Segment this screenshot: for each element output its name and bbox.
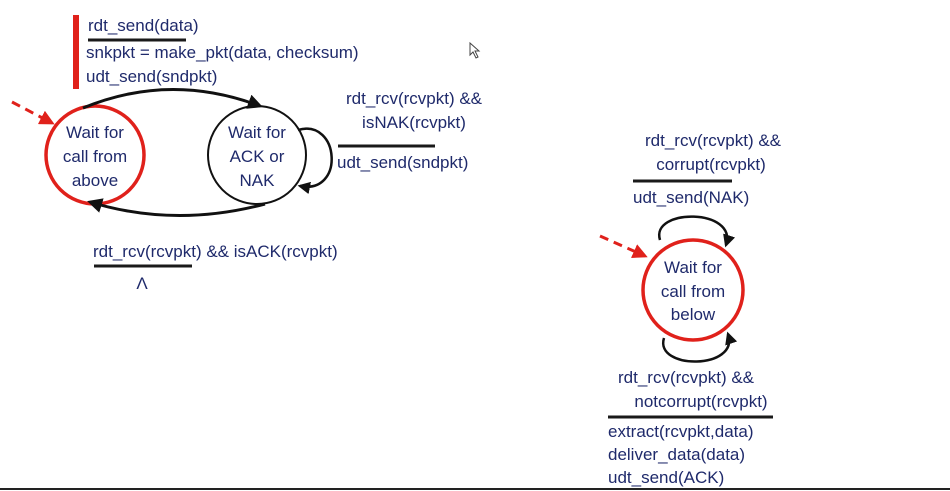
corrupt-event-label: corrupt(rcvpkt)	[656, 155, 766, 174]
self-loop-arrow-notcorrupt	[662, 331, 738, 363]
receiver-fsm: rdt_rcv(rcvpkt) && corrupt(rcvpkt) udt_s…	[599, 131, 782, 487]
state-label: below	[671, 305, 716, 324]
state-circle	[641, 238, 745, 342]
state-wait-call-from-above: Wait for call from above	[44, 104, 146, 206]
nak-action-label: udt_send(sndpkt)	[337, 153, 468, 172]
self-loop-arrow-nak	[297, 127, 333, 195]
state-wait-ack-or-nak: Wait for ACK or NAK	[207, 105, 307, 205]
send-action-label: udt_send(sndpkt)	[86, 67, 217, 86]
state-wait-call-from-below: Wait for call from below	[641, 238, 745, 342]
transition-arrow-ack	[87, 198, 266, 217]
notcorrupt-action-label: deliver_data(data)	[608, 445, 745, 464]
mouse-cursor-icon	[469, 41, 481, 59]
send-event-label: rdt_send(data)	[88, 16, 199, 35]
transition-arrow-send	[82, 88, 263, 110]
nak-event-label: isNAK(rcvpkt)	[362, 113, 466, 132]
initial-state-arrow	[11, 100, 55, 125]
state-label: NAK	[240, 171, 276, 190]
nak-event-label: rdt_rcv(rcvpkt) &&	[346, 89, 483, 108]
self-loop-arrow-corrupt	[658, 215, 736, 248]
ack-action-label: Λ	[136, 274, 148, 293]
notcorrupt-action-label: extract(rcvpkt,data)	[608, 422, 754, 441]
notcorrupt-event-label: notcorrupt(rcvpkt)	[634, 392, 767, 411]
ack-event-label: rdt_rcv(rcvpkt) && isACK(rcvpkt)	[93, 242, 338, 261]
state-label: Wait for	[228, 123, 286, 142]
send-action-label: snkpkt = make_pkt(data, checksum)	[86, 43, 359, 62]
highlight-bar	[73, 15, 79, 89]
state-label: above	[72, 171, 118, 190]
sender-fsm: rdt_send(data) snkpkt = make_pkt(data, c…	[11, 15, 483, 293]
corrupt-event-label: rdt_rcv(rcvpkt) &&	[645, 131, 782, 150]
state-label: Wait for	[664, 258, 722, 277]
initial-state-arrow	[599, 234, 648, 258]
corrupt-action-label: udt_send(NAK)	[633, 188, 749, 207]
state-label: Wait for	[66, 123, 124, 142]
notcorrupt-action-label: udt_send(ACK)	[608, 468, 724, 487]
state-label: ACK or	[230, 147, 285, 166]
notcorrupt-event-label: rdt_rcv(rcvpkt) &&	[618, 368, 755, 387]
state-label: call from	[661, 282, 725, 301]
state-label: call from	[63, 147, 127, 166]
